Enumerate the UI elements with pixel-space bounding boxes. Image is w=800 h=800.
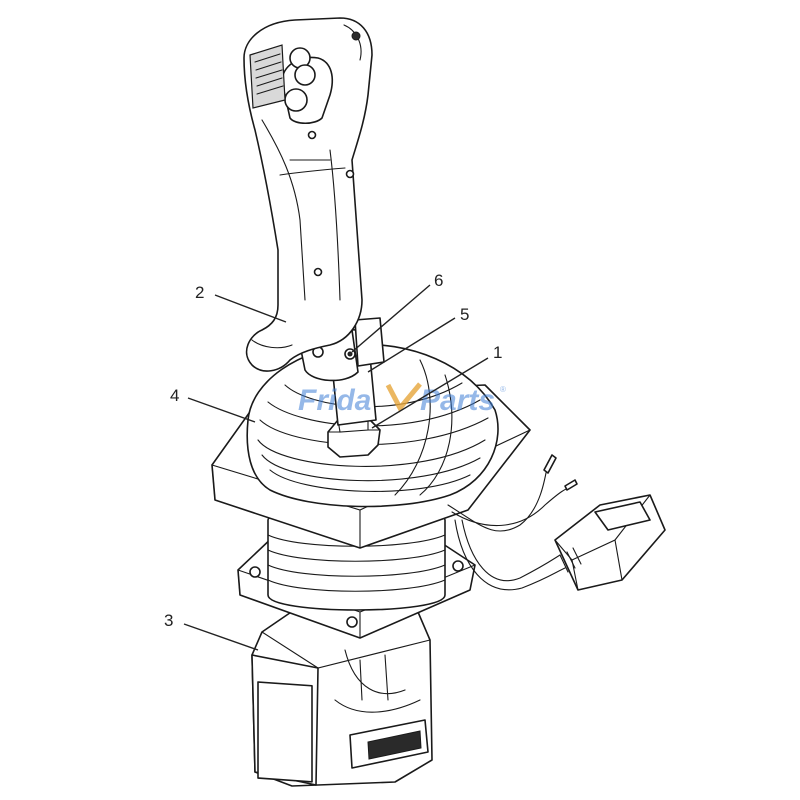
nameplate-text-block <box>367 730 422 760</box>
leader-6 <box>351 284 431 353</box>
callout-2: 2 <box>195 283 204 302</box>
callout-1: 1 <box>493 343 502 362</box>
callout-3: 3 <box>164 611 173 630</box>
watermark-text-1: Frida <box>298 384 371 417</box>
hex-nut <box>327 417 381 458</box>
leader-4 <box>187 397 256 423</box>
handle-button-middle <box>294 64 316 86</box>
leader-5 <box>367 317 456 373</box>
callout-4: 4 <box>170 386 179 405</box>
wire-connector <box>554 494 666 591</box>
leader-2 <box>214 294 287 323</box>
watermark-registered-mark: ® <box>500 385 506 394</box>
watermark-checkmark-icon <box>385 382 422 413</box>
base-label-panel <box>257 681 313 783</box>
callout-leaders <box>183 284 489 651</box>
leader-3 <box>183 623 259 651</box>
callout-6: 6 <box>434 271 443 290</box>
base-housing <box>251 605 433 787</box>
callout-5: 5 <box>460 305 469 324</box>
cable-harness <box>447 454 578 591</box>
joystick-handle <box>243 17 373 372</box>
callout-numbers: 2 4 3 6 5 1 <box>164 271 502 630</box>
leader-1 <box>371 357 489 429</box>
watermark-text-2: Parts <box>420 384 495 417</box>
watermark-logo: Frida Parts ® <box>298 382 506 417</box>
handle-button-bottom <box>284 88 308 112</box>
